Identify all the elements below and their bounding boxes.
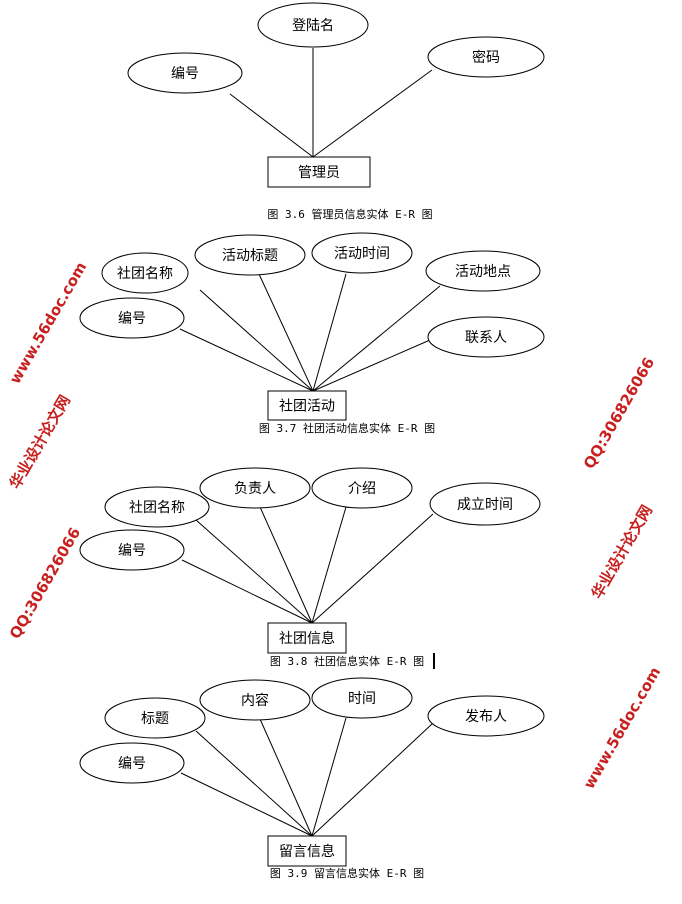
attribute-ellipse: [311, 467, 413, 509]
watermark-url: www.56doc.com: [580, 664, 664, 792]
figure-caption: 图 3.9 留言信息实体 E-R 图: [270, 866, 424, 880]
attribute-ellipse: [104, 697, 206, 739]
attribute-ellipse: [194, 234, 306, 276]
entity-box: [267, 622, 347, 654]
attribute-ellipse: [425, 250, 541, 292]
relationship-line: [312, 285, 441, 392]
attribute-label: 编号: [171, 66, 199, 82]
attribute-ellipse: [427, 316, 545, 358]
attribute-ellipse: [79, 742, 185, 784]
attribute-label: 发布人: [465, 709, 507, 725]
figure-caption: 图 3.6 管理员信息实体 E-R 图: [267, 207, 432, 221]
attribute-ellipse: [199, 679, 311, 721]
attribute-ellipse: [311, 232, 413, 274]
relationship-line: [179, 328, 314, 392]
figure-caption: 图 3.7 社团活动信息实体 E-R 图: [259, 421, 435, 435]
relationship-line: [312, 339, 431, 392]
entity-box: [267, 156, 371, 188]
relationship-line: [259, 506, 313, 624]
attribute-label: 标题: [141, 711, 169, 727]
attribute-label: 编号: [118, 756, 146, 772]
relationship-line: [195, 519, 313, 624]
attribute-label: 编号: [118, 543, 146, 559]
watermark-site-name: 华业设计论文网: [588, 502, 656, 602]
attribute-ellipse: [79, 297, 185, 339]
relationship-line: [259, 718, 313, 837]
attribute-label: 编号: [118, 311, 146, 327]
entity-box: [267, 390, 347, 421]
attribute-ellipse: [199, 467, 311, 509]
relationship-line: [312, 273, 347, 392]
relationship-line: [312, 69, 433, 158]
attribute-label: 活动标题: [222, 248, 278, 264]
attribute-ellipse: [311, 677, 413, 719]
watermark-url: www.56doc.com: [6, 259, 90, 387]
watermark-qq: QQ:306826066: [580, 354, 658, 472]
attribute-ellipse: [104, 486, 210, 528]
entity-label: 留言信息: [279, 843, 335, 860]
relationship-line: [195, 730, 313, 837]
watermark-site-name: 华业设计论文网: [6, 392, 74, 492]
attribute-label: 活动时间: [334, 246, 390, 262]
attribute-ellipse: [429, 482, 541, 526]
figure-caption: 图 3.8 社团信息实体 E-R 图: [270, 654, 424, 668]
entity-box: [267, 835, 347, 867]
attribute-label: 社团名称: [117, 266, 173, 282]
attribute-ellipse: [427, 36, 545, 78]
relationship-line: [311, 506, 347, 624]
attribute-label: 社团名称: [129, 500, 185, 516]
relationship-line: [311, 717, 347, 837]
entity-label: 社团活动: [279, 399, 335, 415]
relationship-line: [199, 289, 314, 392]
attribute-label: 登陆名: [292, 18, 334, 34]
attribute-label: 内容: [241, 692, 269, 709]
relationship-line: [180, 772, 313, 837]
attribute-label: 介绍: [348, 481, 376, 497]
relationship-line: [311, 513, 434, 624]
attribute-ellipse: [79, 529, 185, 571]
relationship-line: [258, 273, 314, 392]
relationship-line: [229, 93, 314, 158]
entity-label: 社团信息: [279, 630, 335, 647]
watermark-qq: QQ:306826066: [6, 524, 84, 642]
attribute-label: 时间: [348, 691, 376, 707]
entity-label: 管理员: [298, 165, 340, 181]
relationship-line: [181, 559, 313, 624]
attribute-label: 负责人: [234, 481, 276, 497]
relationship-line: [311, 723, 433, 837]
attribute-label: 活动地点: [455, 264, 511, 280]
attribute-label: 密码: [472, 49, 500, 66]
attribute-ellipse: [127, 52, 243, 94]
attribute-ellipse: [257, 2, 369, 48]
attribute-ellipse: [427, 695, 545, 737]
attribute-label: 联系人: [465, 330, 507, 346]
attribute-ellipse: [101, 252, 189, 294]
attribute-label: 成立时间: [457, 497, 513, 513]
